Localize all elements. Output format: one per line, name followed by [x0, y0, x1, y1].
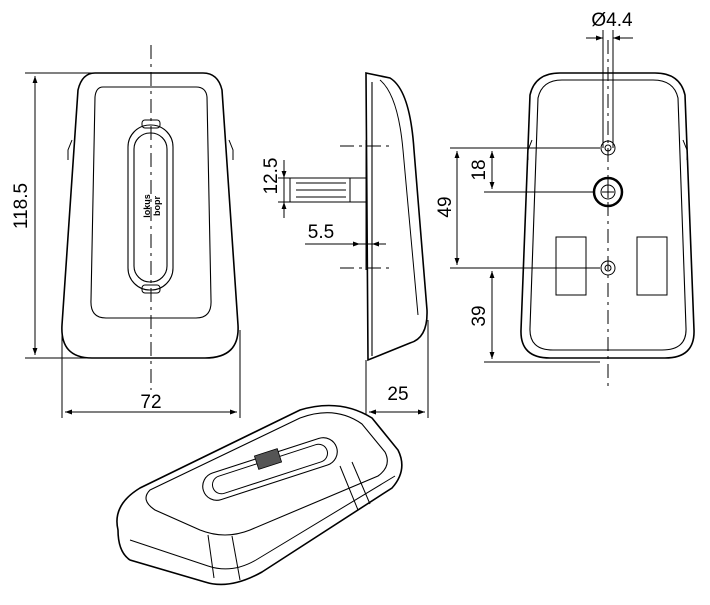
front-height-label: 118.5: [11, 183, 32, 229]
front-logo: lokus bopr: [142, 194, 162, 218]
rear-gap-label: 18: [469, 159, 490, 180]
rear-bottom-label: 39: [469, 305, 490, 326]
iso-top-face: [145, 412, 388, 536]
front-inner-panel: [90, 86, 212, 319]
rear-window-right: [636, 236, 668, 296]
iso-side-edge: [129, 475, 396, 570]
rear-window-left: [555, 236, 587, 296]
front-side-notch-left: [67, 139, 73, 160]
iso-vertical-edge-2: [231, 535, 241, 581]
rear-inner-outline: [529, 79, 687, 351]
front-side-notch-right: [228, 139, 234, 160]
front-body-outline: [61, 72, 239, 359]
iso-vertical-edge-4: [351, 461, 371, 505]
iso-logo-mark: [253, 448, 283, 470]
side-view: 12.5 5.5 25: [261, 72, 429, 418]
rear-hole-bottom: [600, 260, 616, 276]
rear-hole-top-inner: [604, 144, 612, 152]
rear-span-label: 49: [435, 196, 456, 217]
rear-side-notch-left: [527, 139, 533, 160]
front-width-label: 72: [140, 392, 161, 413]
rear-side-notch-right: [682, 139, 688, 160]
front-view: lokus bopr 118.5 72: [11, 45, 241, 418]
rear-screw-inner: [600, 184, 616, 200]
side-body-outline: [365, 72, 428, 362]
rear-hole-top: [600, 140, 616, 156]
side-depth-label: 25: [387, 384, 408, 405]
rear-view: Ø4.4 18 49 39: [435, 10, 695, 390]
side-stem-height-label: 12.5: [261, 158, 282, 195]
iso-vertical-edge-1: [207, 534, 215, 579]
logo-line2: bopr: [152, 196, 162, 216]
rear-hole-bottom-inner: [604, 264, 612, 272]
rear-screw-cross: [602, 186, 614, 198]
rear-dia-label: Ø4.4: [591, 10, 633, 31]
side-curve-inner: [379, 79, 419, 316]
iso-vertical-edge-3: [339, 465, 359, 511]
iso-body-outline: [116, 404, 403, 586]
side-offset-label: 5.5: [308, 222, 334, 243]
isometric-view: [116, 404, 403, 586]
logo-line1: lokus: [142, 194, 152, 218]
